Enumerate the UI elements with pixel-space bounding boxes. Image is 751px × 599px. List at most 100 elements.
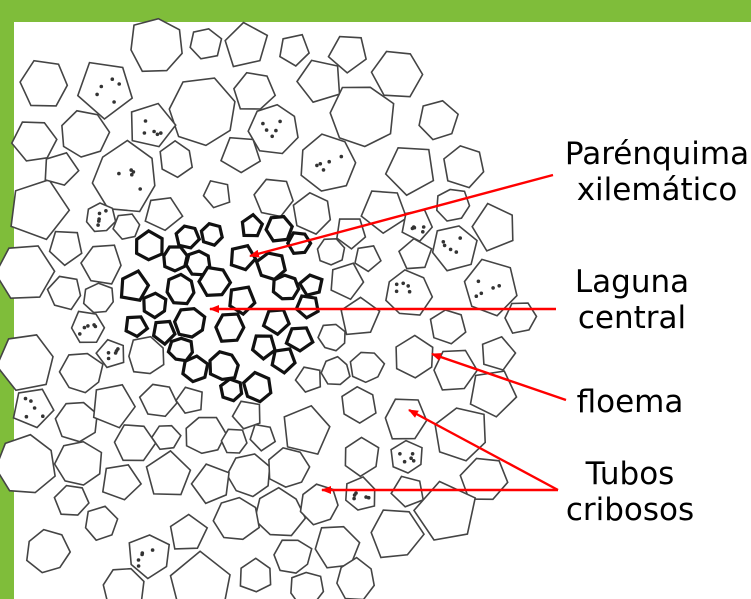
parenchyma-cell bbox=[12, 122, 57, 161]
parenchyma-cell bbox=[255, 488, 306, 536]
sieve-dot bbox=[455, 250, 459, 254]
sieve-dot bbox=[159, 131, 163, 135]
parenchyma-cell bbox=[192, 464, 230, 503]
sieve-dot bbox=[340, 155, 344, 159]
sieve-dot bbox=[115, 349, 119, 353]
xylem-cell bbox=[175, 309, 205, 337]
parenchyma-cell bbox=[505, 303, 537, 333]
parenchyma-cell bbox=[269, 448, 310, 487]
sieve-dot bbox=[270, 135, 274, 139]
label-parenquima-line1: Parénquima bbox=[562, 136, 751, 172]
parenchyma-cell bbox=[284, 406, 330, 454]
sieve-dot bbox=[137, 558, 141, 562]
xylem-cell bbox=[126, 317, 147, 337]
parenchyma-cell bbox=[274, 540, 312, 573]
sieve-dot bbox=[480, 292, 484, 296]
parenchyma-cell bbox=[254, 179, 293, 216]
sieve-dot bbox=[408, 290, 412, 294]
parenchyma-cell bbox=[11, 180, 69, 240]
parenchyma-cell bbox=[346, 477, 375, 510]
parenchyma-cell bbox=[431, 310, 466, 344]
parenchyma-cell bbox=[385, 399, 426, 439]
parenchyma-cell bbox=[471, 371, 517, 417]
sieve-dot bbox=[443, 244, 447, 248]
xylem-cell bbox=[167, 274, 194, 303]
parenchyma-cell bbox=[372, 52, 423, 97]
sieve-dot bbox=[352, 497, 356, 501]
parenchyma-cell bbox=[293, 193, 330, 234]
sieve-dot bbox=[111, 77, 115, 81]
parenchyma-cell bbox=[483, 337, 516, 370]
parenchyma-cell bbox=[227, 454, 270, 497]
xylem-cell bbox=[216, 314, 244, 341]
label-parenquima: Parénquima xilemático bbox=[562, 136, 751, 208]
label-parenquima-line2: xilemático bbox=[562, 172, 751, 208]
parenchyma-cell bbox=[280, 35, 309, 66]
parenchyma-cell bbox=[331, 263, 363, 299]
sieve-dot bbox=[98, 212, 102, 216]
parenchyma-cell bbox=[87, 203, 116, 231]
sieve-dot bbox=[406, 284, 410, 288]
parenchyma-cell bbox=[103, 465, 141, 500]
sieve-dot bbox=[41, 414, 45, 418]
sieve-dot bbox=[458, 236, 462, 240]
xylem-cell bbox=[122, 271, 149, 300]
parenchyma-cell bbox=[435, 408, 485, 461]
xylem-cell bbox=[266, 217, 292, 241]
parenchyma-cell bbox=[321, 357, 350, 385]
parenchyma-cell bbox=[330, 87, 393, 146]
parenchyma-cell bbox=[386, 148, 434, 195]
sieve-dot bbox=[117, 172, 121, 176]
parenchyma-cell bbox=[0, 435, 55, 493]
parenchyma-cell bbox=[233, 401, 260, 429]
sieve-dot bbox=[422, 225, 426, 229]
xylem-cell bbox=[137, 231, 163, 260]
parenchyma-cell bbox=[145, 198, 182, 231]
parenchyma-cell bbox=[186, 418, 226, 454]
parenchyma-cell bbox=[433, 226, 477, 271]
parenchyma-cell bbox=[341, 297, 379, 334]
parenchyma-cell bbox=[92, 141, 154, 212]
sieve-dot bbox=[319, 162, 323, 166]
parenchyma-cell bbox=[291, 573, 324, 599]
parenchyma-cell bbox=[113, 214, 140, 239]
sieve-dot bbox=[25, 415, 29, 419]
sieve-dot bbox=[112, 100, 116, 104]
parenchyma-cell bbox=[84, 283, 114, 312]
sieve-dot bbox=[86, 324, 90, 328]
parenchyma-cell bbox=[250, 425, 275, 451]
parenchyma-cell bbox=[460, 458, 507, 499]
parenchyma-cell bbox=[115, 425, 156, 461]
parenchyma-cell bbox=[419, 101, 458, 140]
parenchyma-cell bbox=[86, 506, 118, 540]
sieve-dot bbox=[421, 230, 425, 234]
parenchyma-cell bbox=[297, 60, 340, 102]
sieve-dot bbox=[401, 282, 405, 286]
parenchyma-cell bbox=[48, 276, 81, 309]
parenchyma-cell bbox=[78, 63, 132, 119]
parenchyma-cell bbox=[81, 245, 121, 284]
xylem-cell bbox=[244, 373, 271, 402]
sieve-dot bbox=[144, 119, 148, 123]
sieve-dot bbox=[141, 551, 145, 555]
xylem-cell bbox=[272, 349, 295, 373]
parenchyma-cell bbox=[465, 259, 517, 315]
sieve-dot bbox=[104, 209, 108, 213]
parenchyma-cell bbox=[27, 530, 70, 573]
label-floema-text: floema bbox=[570, 384, 690, 420]
label-laguna: Laguna central bbox=[562, 264, 702, 336]
sieve-dot bbox=[477, 280, 481, 284]
sieve-dot bbox=[156, 133, 160, 137]
parenchyma-cell bbox=[54, 486, 89, 515]
sieve-dot bbox=[151, 548, 155, 552]
parenchyma-cell bbox=[296, 367, 321, 392]
parenchyma-cell bbox=[55, 442, 102, 485]
label-tubos-line2: cribosos bbox=[560, 492, 700, 528]
sieve-dot bbox=[475, 294, 479, 298]
parenchyma-cell bbox=[140, 384, 177, 416]
parenchyma-cell bbox=[171, 515, 208, 549]
sieve-dot bbox=[411, 452, 415, 456]
parenchyma-cell bbox=[94, 385, 135, 428]
parenchyma-cell bbox=[60, 354, 103, 393]
parenchyma-cell bbox=[472, 204, 513, 251]
